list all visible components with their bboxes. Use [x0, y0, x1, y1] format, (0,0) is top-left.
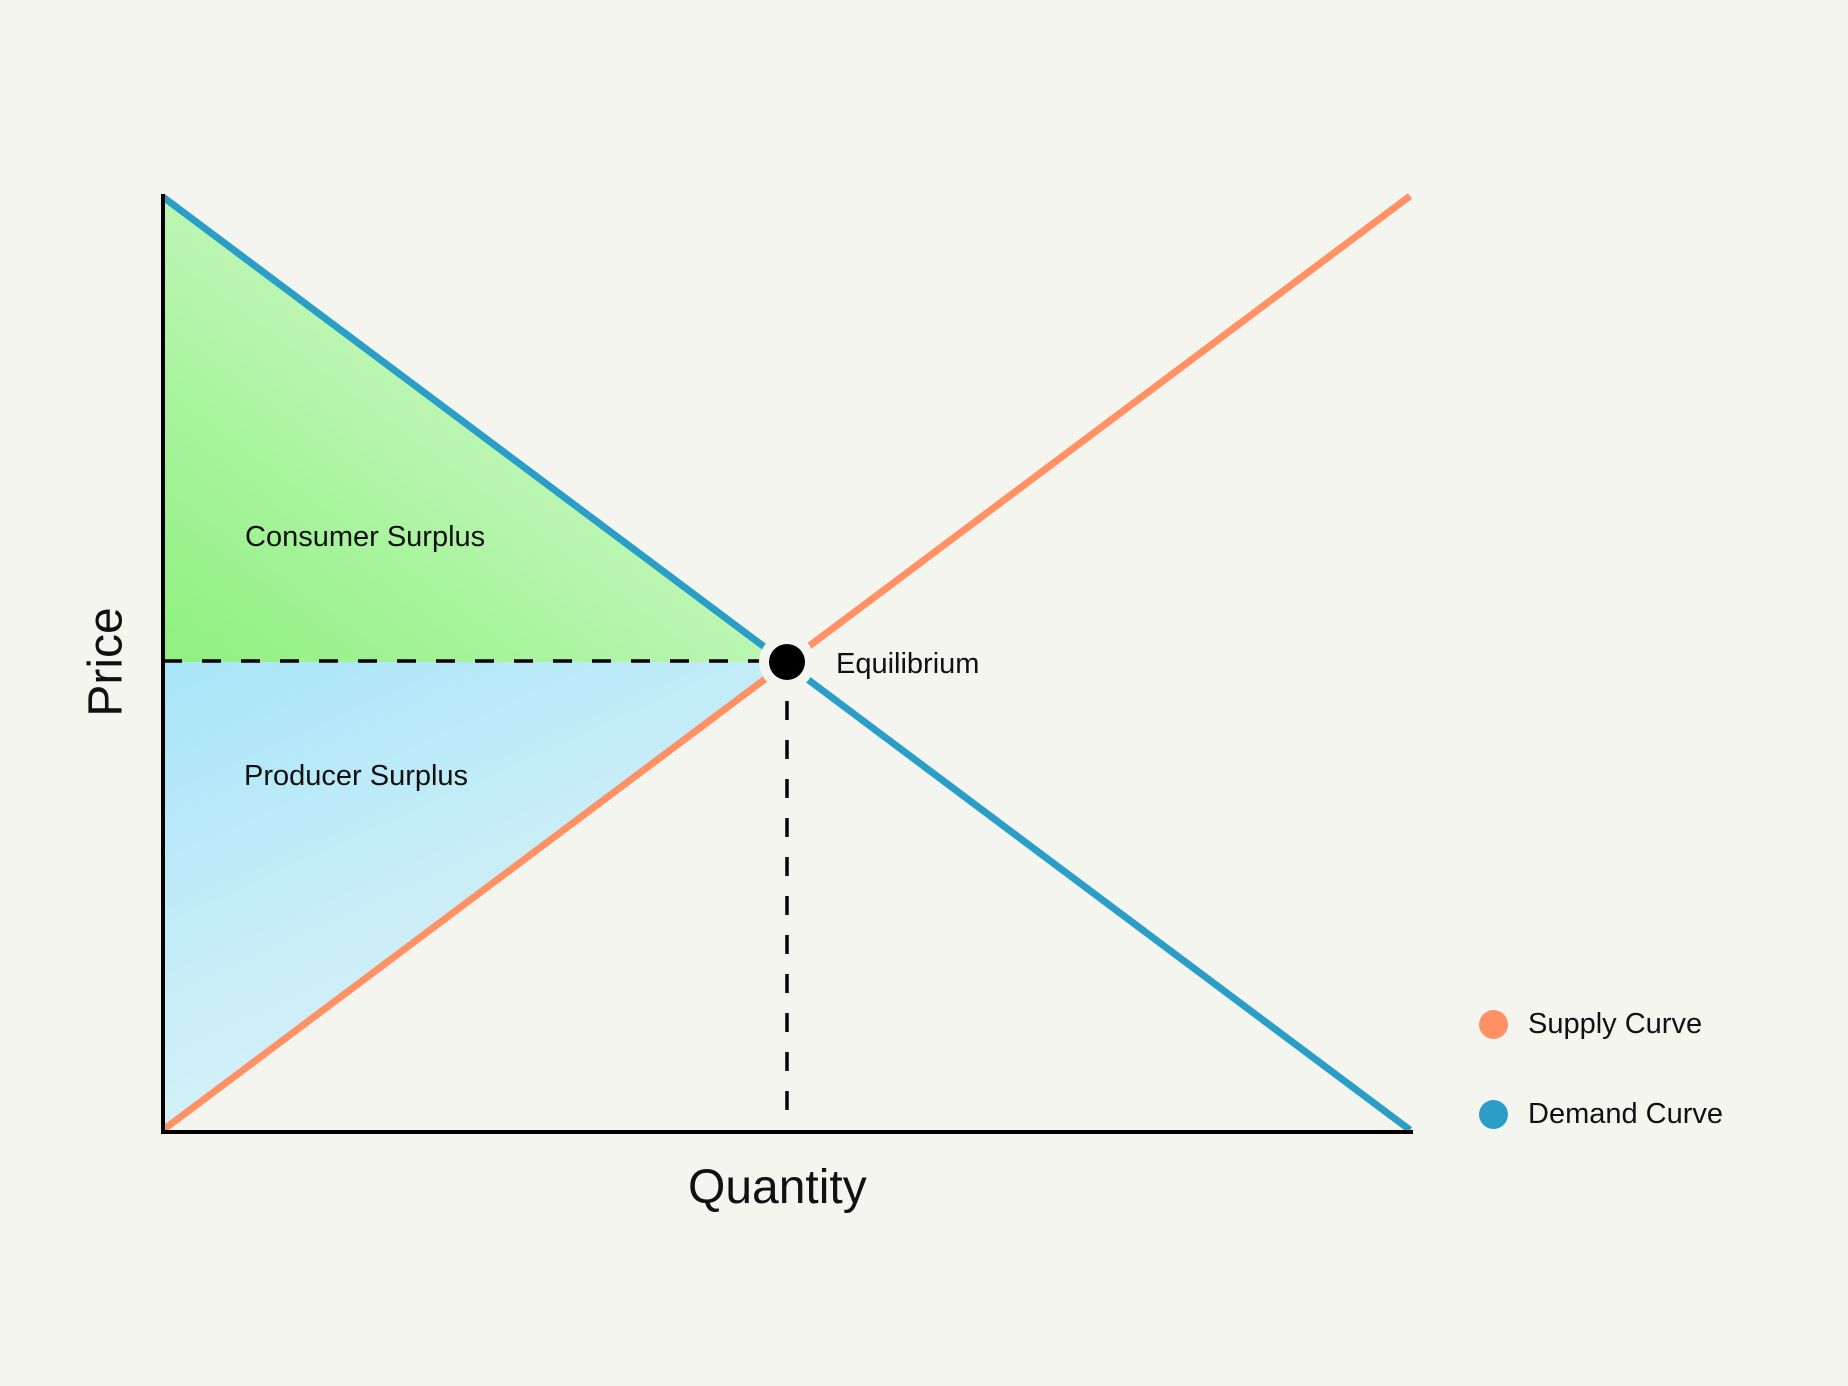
- equilibrium-point: [769, 644, 805, 680]
- x-axis-title: Quantity: [688, 1161, 867, 1214]
- y-axis-title: Price: [79, 607, 133, 717]
- legend-item-demand: Demand Curve: [1479, 1098, 1723, 1131]
- equilibrium-label: Equilibrium: [836, 648, 980, 680]
- demand-legend-dot-icon: [1479, 1100, 1508, 1129]
- legend-label-demand: Demand Curve: [1528, 1098, 1724, 1130]
- consumer-surplus-label: Consumer Surplus: [245, 521, 486, 553]
- legend-label-supply: Supply Curve: [1528, 1008, 1703, 1040]
- producer-surplus-label: Producer Surplus: [244, 760, 469, 792]
- legend-item-supply: Supply Curve: [1479, 1008, 1702, 1041]
- supply-legend-dot-icon: [1479, 1010, 1508, 1039]
